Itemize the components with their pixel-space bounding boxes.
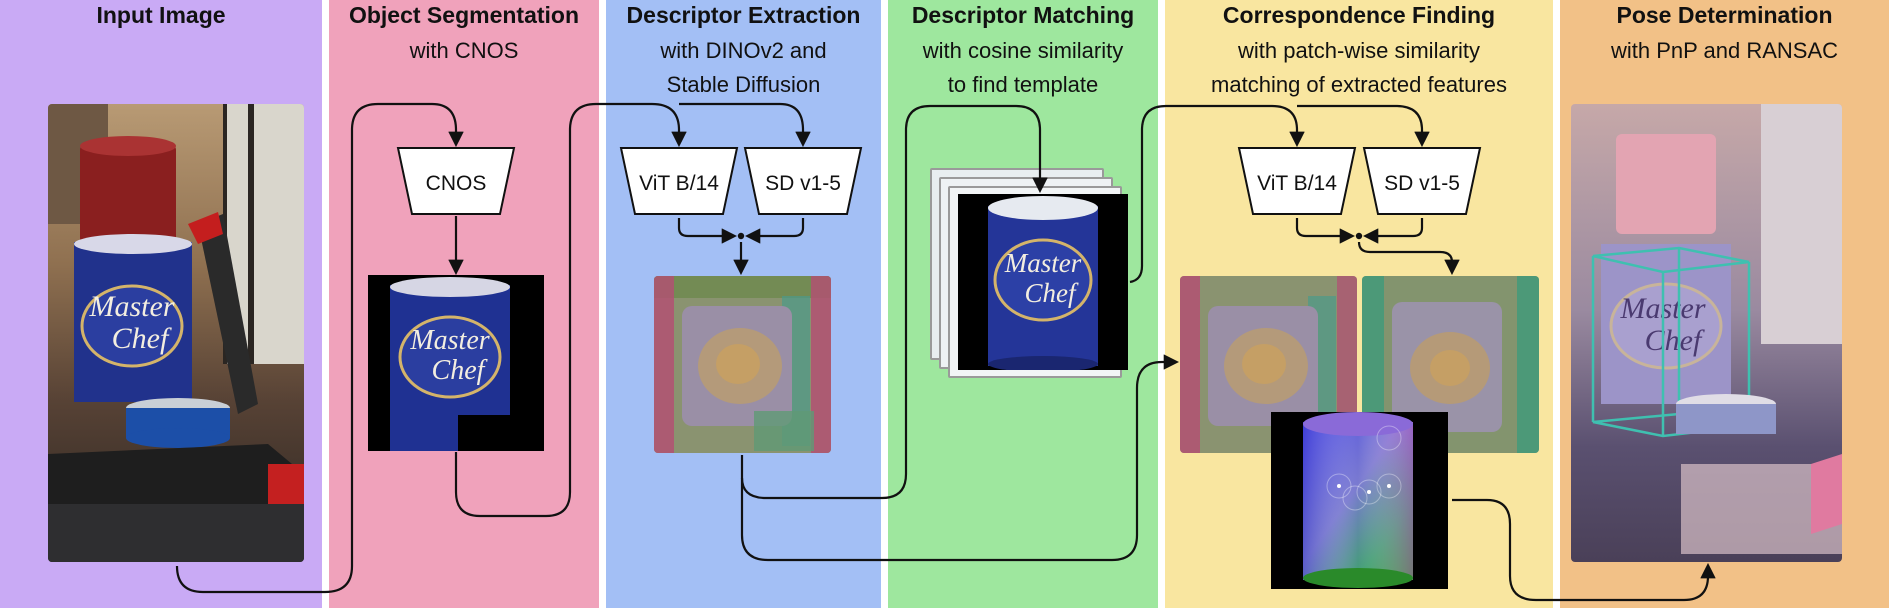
sd-label: SD v1-5 (765, 172, 841, 195)
stage-title: Descriptor Extraction (626, 2, 861, 28)
brand-text-line1: Master (409, 325, 489, 356)
feature-map-query (1180, 276, 1357, 453)
vit-encoder-block: ViT B/14 (619, 147, 739, 215)
matched-template: Master Chef (958, 194, 1128, 370)
stage-subtitle: with patch-wise similarity (1237, 38, 1481, 63)
pose-result-image: Master Chef (1571, 104, 1842, 562)
input-image: Master Chef (48, 104, 304, 562)
cnos-encoder-block: CNOS (396, 147, 516, 215)
stage-subtitle: with CNOS (409, 38, 519, 63)
feature-map (654, 276, 831, 453)
brand-text-line2: Chef (1025, 278, 1079, 308)
stage-subtitle: with DINOv2 and (660, 38, 827, 63)
arrow-crop-to-encoders (454, 102, 687, 518)
brand-text-line2: Chef (432, 355, 488, 386)
arrow-merge-to-template-features (1357, 241, 1460, 276)
stage-title: Correspondence Finding (1222, 2, 1496, 28)
arrow-sd-merge (744, 218, 805, 244)
stage-title: Object Segmentation (348, 2, 580, 28)
arrow-template-to-encoders (1129, 104, 1305, 284)
stage-subtitle: Stable Diffusion (666, 72, 821, 97)
arrow-vit-merge-correspondence (1295, 218, 1356, 244)
brand-text-line1: Master (89, 290, 175, 323)
stage-title: Pose Determination (1616, 2, 1833, 28)
segmented-object-crop: Master Chef (368, 275, 544, 451)
vit-label: ViT B/14 (639, 172, 719, 195)
sd-encoder-block-correspondence: SD v1-5 (1362, 147, 1482, 215)
arrow-features-to-correspondence (740, 354, 1180, 562)
sd-encoder-block: SD v1-5 (743, 147, 863, 215)
feature-map-template (1362, 276, 1539, 453)
arrow-sd-merge-correspondence (1362, 218, 1424, 244)
stage-subtitle: with cosine similarity (922, 38, 1124, 63)
cnos-label: CNOS (426, 172, 487, 195)
arrow-branch-to-sd (779, 102, 811, 148)
stage-title: Input Image (96, 2, 226, 28)
stage-subtitle: matching of extracted features (1211, 72, 1507, 97)
sd-label: SD v1-5 (1384, 172, 1460, 195)
brand-text-line2: Chef (112, 322, 172, 355)
arrow-branch-to-sd-correspondence (1395, 104, 1430, 148)
arrow-input-to-cnos (175, 102, 464, 594)
brand-text-line1: Master (1004, 248, 1082, 278)
stage-subtitle: to find template (947, 72, 1099, 97)
vit-encoder-block-correspondence: ViT B/14 (1237, 147, 1357, 215)
vit-label: ViT B/14 (1257, 172, 1337, 195)
arrow-nocs-to-pose (1452, 498, 1716, 602)
brand-text-line2: Chef (1645, 324, 1705, 357)
stage-title: Descriptor Matching (911, 2, 1135, 28)
arrow-vit-merge (677, 218, 738, 244)
stage-subtitle: with PnP and RANSAC (1610, 38, 1839, 63)
nocs-cylinder-map (1271, 412, 1448, 589)
arrow-features-to-template (740, 104, 1048, 500)
